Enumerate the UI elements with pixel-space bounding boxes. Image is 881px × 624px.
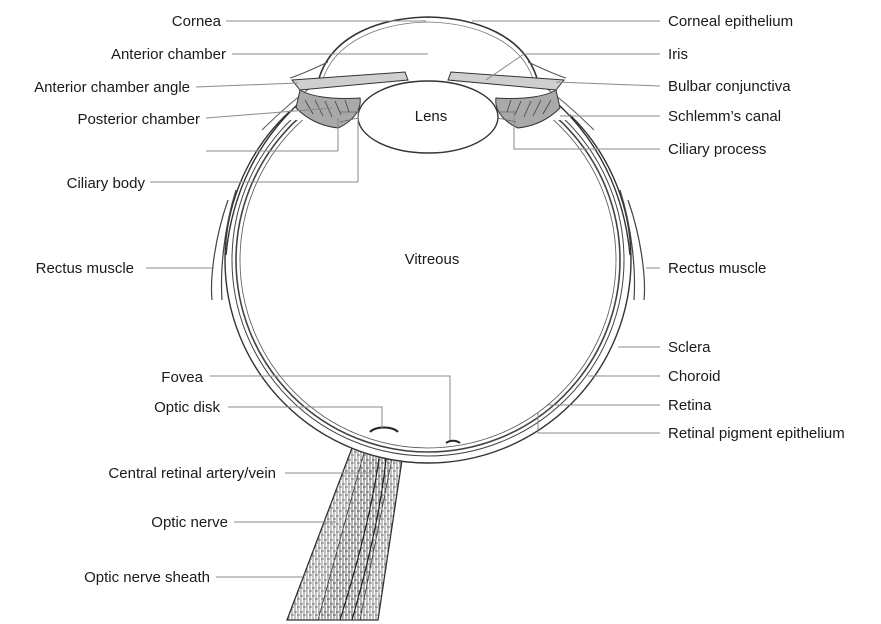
- label-vitreous: Vitreous: [405, 251, 460, 268]
- label-corneal-epithelium: Corneal epithelium: [668, 13, 793, 30]
- label-choroid: Choroid: [668, 368, 721, 385]
- label-rectus-muscle-left: Rectus muscle: [36, 260, 134, 277]
- label-retinal-pigment-epithelium: Retinal pigment epithelium: [668, 425, 845, 442]
- label-lens: Lens: [415, 108, 448, 125]
- label-anterior-chamber-angle: Anterior chamber angle: [34, 79, 190, 96]
- label-optic-disk: Optic disk: [154, 399, 220, 416]
- right-labels: Corneal epithelium Iris Bulbar conjuncti…: [668, 13, 845, 442]
- label-retina: Retina: [668, 397, 712, 414]
- label-rectus-muscle-right: Rectus muscle: [668, 260, 766, 277]
- label-posterior-chamber: Posterior chamber: [77, 111, 200, 128]
- label-optic-nerve: Optic nerve: [151, 514, 228, 531]
- optic-nerve-drawing: [287, 432, 405, 620]
- label-fovea: Fovea: [161, 369, 203, 386]
- label-iris: Iris: [668, 46, 688, 63]
- label-sclera: Sclera: [668, 339, 711, 356]
- label-schlemms-canal: Schlemm’s canal: [668, 108, 781, 125]
- label-central-retinal-artery-vein: Central retinal artery/vein: [108, 465, 276, 482]
- label-cornea: Cornea: [172, 13, 222, 30]
- label-anterior-chamber: Anterior chamber: [111, 46, 226, 63]
- label-ciliary-process: Ciliary process: [668, 141, 766, 158]
- label-bulbar-conjunctiva: Bulbar conjunctiva: [668, 78, 791, 95]
- label-optic-nerve-sheath: Optic nerve sheath: [84, 569, 210, 586]
- label-ciliary-body: Ciliary body: [67, 175, 146, 192]
